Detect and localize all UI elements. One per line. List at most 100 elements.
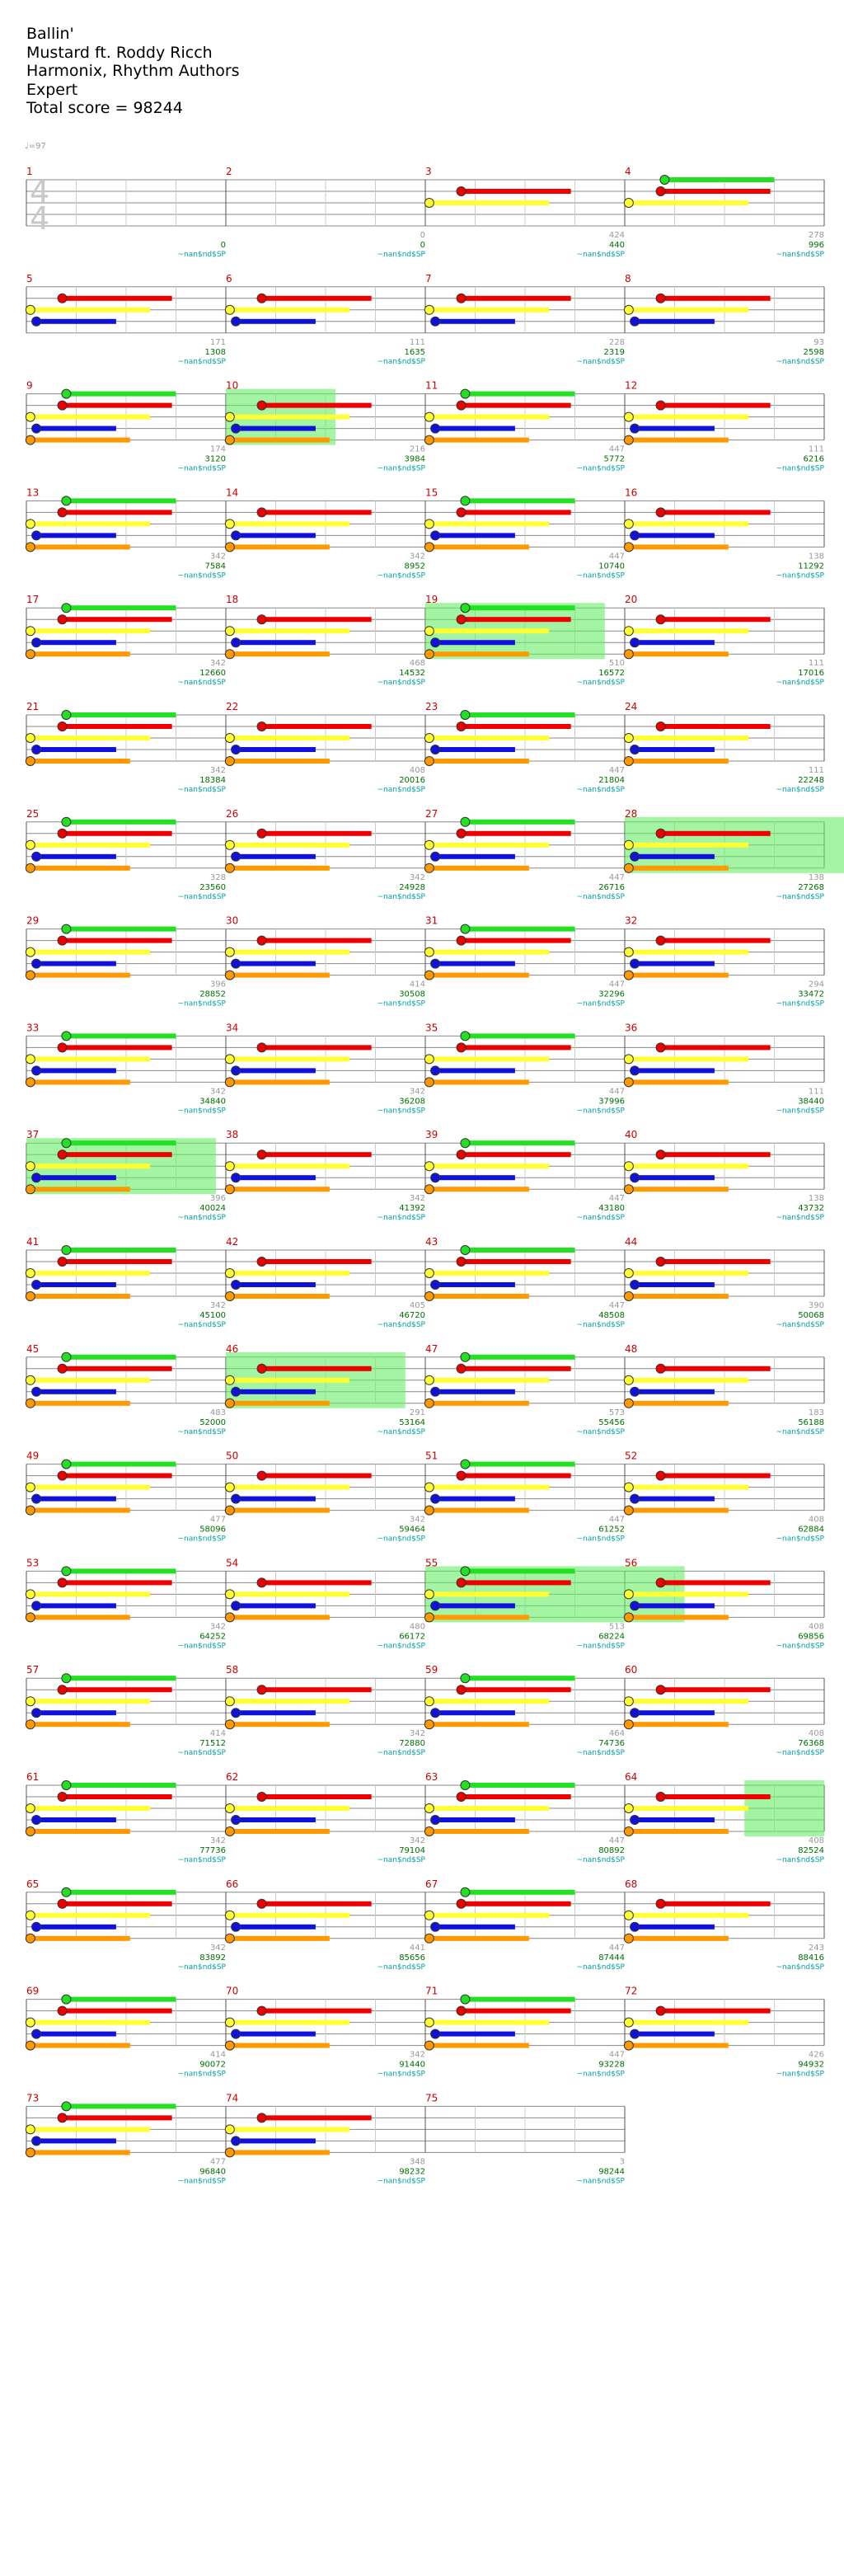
orange-note — [623, 1826, 634, 1836]
measure-score: 342 — [410, 552, 425, 561]
red-note — [57, 400, 68, 411]
yellow-note — [25, 1910, 35, 1920]
yellow-sustain — [229, 1377, 350, 1383]
yellow-note — [25, 1268, 35, 1278]
yellow-note — [424, 1589, 434, 1600]
measure-score: 243 — [809, 1944, 824, 1953]
yellow-note — [224, 411, 235, 422]
red-sustain — [660, 295, 771, 301]
orange-sustain — [429, 2042, 529, 2048]
yellow-note — [224, 1696, 235, 1707]
green-sustain — [465, 1568, 575, 1574]
measure-score: 342 — [410, 1836, 425, 1845]
green-note — [460, 924, 471, 934]
measure-number: 13 — [26, 487, 39, 498]
green-sustain — [465, 1996, 575, 2002]
star-power-label: ~nan$nd$SP — [377, 679, 426, 687]
blue-sustain — [36, 961, 116, 966]
orange-sustain — [229, 2042, 330, 2048]
star-power-label: ~nan$nd$SP — [178, 1107, 227, 1115]
measure-number: 45 — [26, 1343, 39, 1355]
green-note — [61, 1673, 72, 1684]
yellow-note — [224, 1054, 235, 1065]
red-sustain — [461, 1687, 571, 1693]
yellow-note — [25, 1803, 35, 1813]
green-note — [460, 1566, 471, 1577]
blue-note — [430, 745, 441, 754]
yellow-sustain — [30, 521, 151, 527]
measure-number: 67 — [425, 1878, 438, 1890]
orange-sustain — [628, 1722, 729, 1728]
orange-note — [424, 1291, 434, 1301]
orange-note — [25, 435, 35, 445]
yellow-note — [623, 1803, 634, 1813]
orange-note — [623, 1505, 634, 1516]
green-note — [61, 1994, 72, 2005]
blue-sustain — [236, 1603, 316, 1609]
yellow-note — [623, 839, 634, 850]
running-score: 98232 — [399, 2167, 425, 2176]
yellow-note — [424, 1696, 434, 1707]
blue-note — [630, 1493, 640, 1504]
running-score: 62884 — [798, 1525, 824, 1535]
running-score: 64252 — [199, 1632, 226, 1641]
blue-sustain — [435, 747, 515, 752]
orange-note — [424, 649, 434, 660]
orange-sustain — [429, 972, 529, 978]
blue-sustain — [36, 1924, 116, 1930]
blue-sustain — [635, 1068, 715, 1074]
yellow-note — [623, 1910, 634, 1920]
running-score: 1308 — [205, 348, 226, 357]
red-sustain — [261, 938, 372, 943]
orange-note — [623, 1719, 634, 1730]
red-note — [655, 1149, 666, 1160]
yellow-sustain — [30, 736, 151, 740]
running-score: 43732 — [798, 1204, 824, 1213]
star-power-label: ~nan$nd$SP — [577, 1107, 626, 1115]
orange-sustain — [229, 1935, 330, 1941]
running-score: 6216 — [804, 455, 824, 464]
star-power-label: ~nan$nd$SP — [377, 1749, 426, 1757]
red-sustain — [261, 830, 372, 836]
blue-sustain — [435, 640, 515, 646]
measure-score: 342 — [210, 1836, 226, 1845]
orange-note — [424, 1826, 434, 1836]
green-sustain — [66, 1889, 176, 1895]
measure-score: 342 — [410, 2051, 425, 2060]
star-power-label: ~nan$nd$SP — [577, 1428, 626, 1436]
yellow-sustain — [30, 1377, 151, 1383]
green-note — [460, 1031, 471, 1041]
running-score: 55456 — [598, 1418, 625, 1427]
orange-sustain — [628, 1294, 729, 1299]
measure-score: 447 — [609, 552, 625, 561]
red-note — [57, 935, 68, 946]
blue-note — [630, 423, 640, 434]
orange-note — [25, 1612, 35, 1623]
yellow-sustain — [628, 200, 749, 205]
yellow-sustain — [30, 1806, 151, 1811]
measure-score: 348 — [410, 2157, 425, 2166]
red-note — [256, 722, 267, 731]
blue-note — [31, 2028, 42, 2039]
measure-number: 27 — [425, 808, 438, 820]
blue-sustain — [435, 1710, 515, 1716]
orange-sustain — [628, 544, 729, 550]
orange-sustain — [229, 1187, 330, 1192]
star-power-label: ~nan$nd$SP — [178, 251, 227, 259]
yellow-sustain — [429, 200, 550, 205]
running-score: 83892 — [199, 1953, 226, 1963]
running-score: 85656 — [399, 1953, 425, 1963]
star-power-label: ~nan$nd$SP — [577, 1321, 626, 1329]
orange-sustain — [30, 1187, 130, 1192]
red-note — [456, 400, 467, 411]
yellow-note — [25, 304, 35, 315]
blue-note — [430, 1386, 441, 1397]
yellow-note — [25, 947, 35, 957]
star-power-label: ~nan$nd$SP — [377, 1428, 426, 1436]
star-power-label: ~nan$nd$SP — [577, 465, 626, 473]
measure-number: 17 — [26, 594, 39, 605]
orange-sustain — [628, 1615, 729, 1620]
blue-sustain — [635, 2031, 715, 2037]
yellow-sustain — [30, 628, 151, 634]
